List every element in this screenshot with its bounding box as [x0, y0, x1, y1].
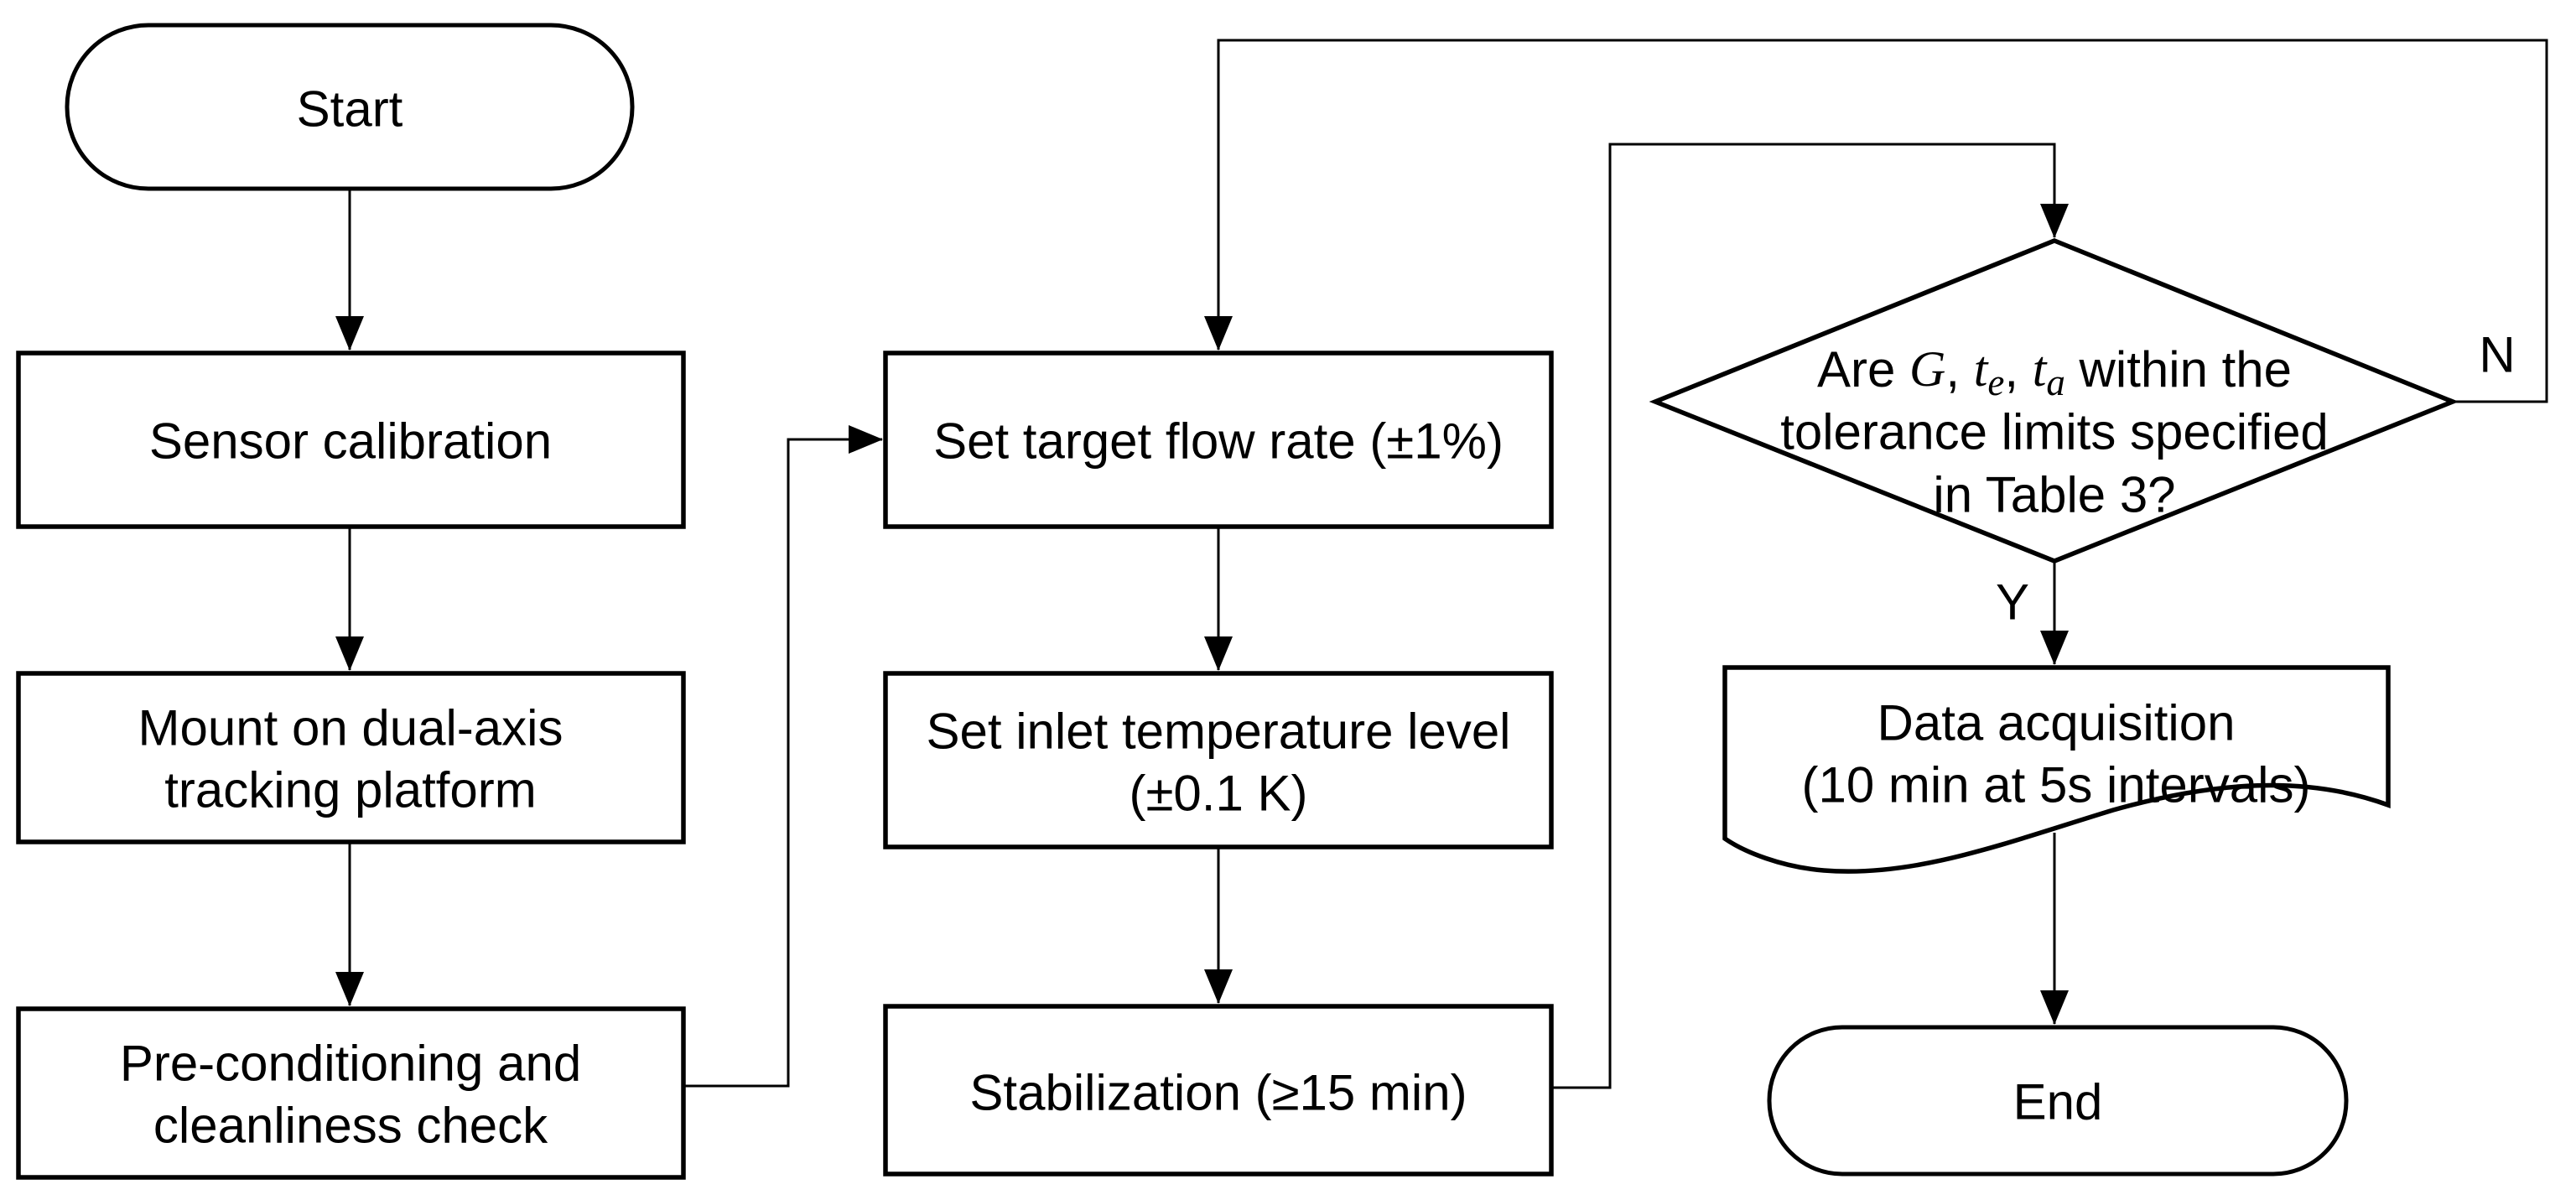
preconditioning-label-line1: Pre-conditioning and: [120, 1036, 581, 1092]
mount-platform-label-line2: tracking platform: [164, 762, 537, 818]
decision-var-te: t: [1974, 341, 1989, 397]
node-preconditioning: Pre-conditioning and cleanliness check: [16, 1006, 686, 1180]
node-mount-platform: Mount on dual-axis tracking platform: [16, 671, 686, 844]
decision-comma2: ,: [2004, 341, 2032, 397]
preconditioning-label-line2: cleanliness check: [153, 1098, 548, 1154]
mount-platform-label-line1: Mount on dual-axis: [138, 700, 564, 756]
set-inlet-temp-shape: [883, 671, 1554, 849]
node-set-inlet-temp: Set inlet temperature level (±0.1 K): [883, 671, 1554, 849]
decision-label-line2: tolerance limits specified: [1780, 404, 2329, 460]
sensor-calibration-shape: [16, 351, 686, 529]
data-acquisition-label-line2: (10 min at 5s intervals): [1802, 757, 2311, 813]
set-flow-rate-label: Set target flow rate (±1%): [933, 413, 1504, 470]
end-label: End: [2013, 1074, 2103, 1130]
decision-var-g: G: [1909, 341, 1945, 397]
node-set-flow-rate: Set target flow rate (±1%): [883, 351, 1554, 529]
decision-label-line3: in Table 3?: [1933, 467, 2175, 523]
set-inlet-temp-label-line2: (±0.1 K): [1130, 766, 1308, 822]
decision-comma1: ,: [1945, 341, 1973, 397]
decision-sub-e: e: [1987, 361, 2004, 403]
node-data-acquisition: Data acquisition (10 min at 5s intervals…: [1722, 665, 2391, 874]
mount-platform-shape: [16, 671, 686, 844]
start-label: Start: [297, 81, 403, 138]
edge-decision-no-loop-to-set-flow: [1204, 39, 2548, 403]
end-terminator-shape: [1767, 1025, 2349, 1177]
node-decision-tolerance: Are G, te, ta within the tolerance limit…: [1649, 238, 2459, 564]
set-inlet-temp-label-line1: Set inlet temperature level: [926, 704, 1510, 760]
edge-stabilization-to-decision: [1551, 143, 2069, 1089]
decision-var-ta: t: [2033, 341, 2048, 397]
edge-label-yes: Y: [1996, 574, 2029, 631]
decision-label-line1: Are G, te, ta within the: [1817, 341, 2292, 404]
start-terminator-shape: [65, 23, 635, 191]
edge-label-no: N: [2479, 327, 2515, 383]
edge-preconditioning-to-set-flow: [683, 425, 883, 1088]
decision-text-within: within the: [2065, 341, 2292, 397]
sensor-calibration-label: Sensor calibration: [149, 413, 552, 470]
node-end: End: [1767, 1025, 2349, 1177]
stabilization-shape: [883, 1004, 1554, 1177]
decision-diamond-shape: [1649, 238, 2459, 564]
data-acquisition-label-line1: Data acquisition: [1877, 695, 2236, 751]
node-sensor-calibration: Sensor calibration: [16, 351, 686, 529]
data-acquisition-document-shape: [1722, 665, 2391, 874]
set-flow-rate-shape: [883, 351, 1554, 529]
stabilization-label: Stabilization (≥15 min): [969, 1065, 1467, 1121]
node-start: Start: [65, 23, 635, 191]
node-stabilization: Stabilization (≥15 min): [883, 1004, 1554, 1177]
decision-sub-a: a: [2046, 361, 2065, 403]
preconditioning-shape: [16, 1006, 686, 1180]
decision-text-are: Are: [1817, 341, 1909, 397]
